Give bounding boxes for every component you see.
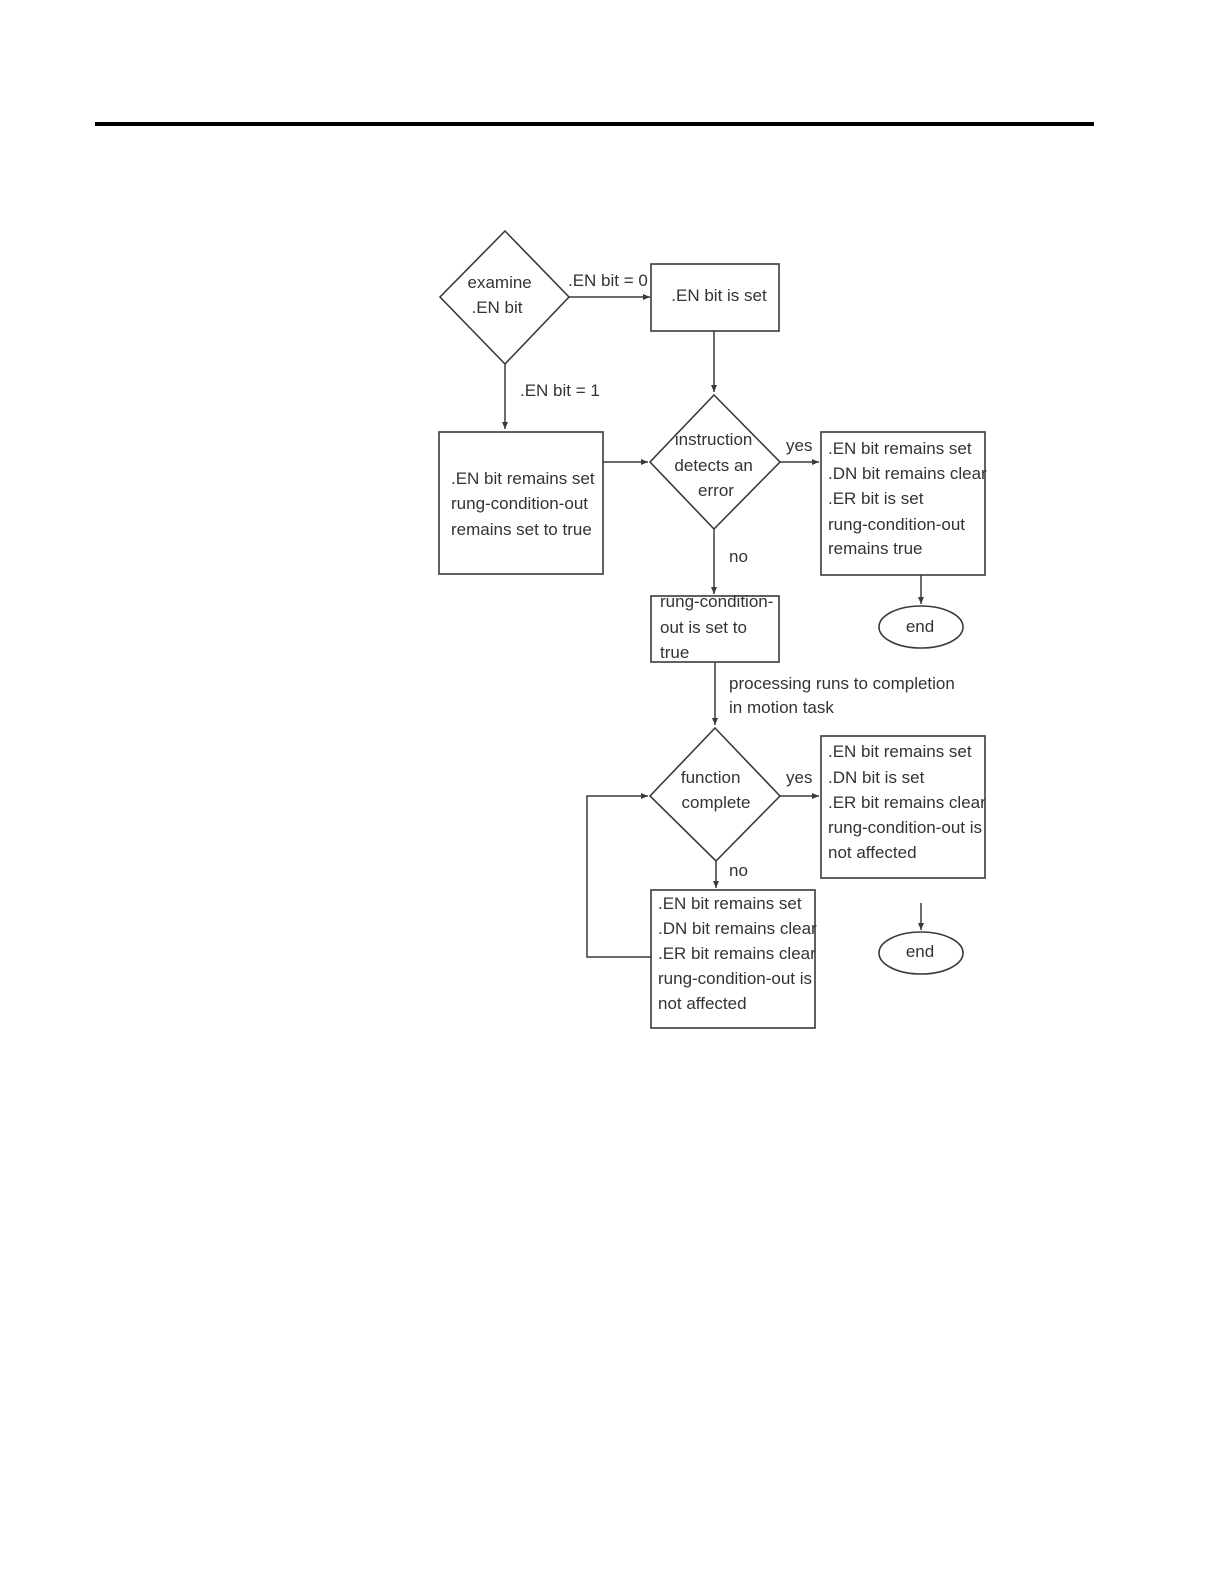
rung-true-label: rung-condition- out is set to true [660,592,778,662]
end-terminal-1 [878,605,964,649]
edge-loop-back [586,793,651,958]
en-remains-label: .EN bit remains set rung-condition-out r… [451,469,599,539]
edge-label-en1: .EN bit = 1 [520,381,600,400]
examine-label: examine .EN bit [468,273,537,317]
error-result-label: .EN bit remains set .DN bit remains clea… [828,439,991,558]
error-result-box [820,431,986,576]
en-remains-box [438,431,604,575]
edge-label-yes-error: yes [786,436,812,455]
end-2-label: end [906,942,934,961]
edge-label-en0: .EN bit = 0 [568,271,648,290]
edge-label-processing: processing runs to completion in motion … [729,674,960,717]
node-labels: examine .EN bit .EN bit is set .EN bit r… [451,273,991,1013]
connectors [502,294,924,958]
incomplete-result-box [650,889,816,1029]
end-1-label: end [906,617,934,636]
edge-labels: .EN bit = 0 .EN bit = 1 yes no processin… [520,271,960,880]
edge-label-yes-complete: yes [786,768,812,787]
rung-true-box [650,595,780,663]
edge-label-no-complete: no [729,861,748,880]
en-set-label: .EN bit is set [671,286,767,305]
shapes [438,229,986,1029]
func-complete-label: function complete [681,768,751,812]
en-set-box [650,263,780,332]
examine-decision [438,229,571,366]
page-top-rule [95,122,1094,126]
end-terminal-2 [878,931,964,975]
complete-result-box [820,735,986,879]
detect-error-label: instruction detects an error [674,430,757,500]
func-complete-decision [648,726,782,863]
complete-result-label: .EN bit remains set .DN bit is set .ER b… [828,742,991,862]
detect-error-decision [648,393,782,531]
edge-label-no-error: no [729,547,748,566]
incomplete-result-label: .EN bit remains set .DN bit remains clea… [658,894,821,1013]
